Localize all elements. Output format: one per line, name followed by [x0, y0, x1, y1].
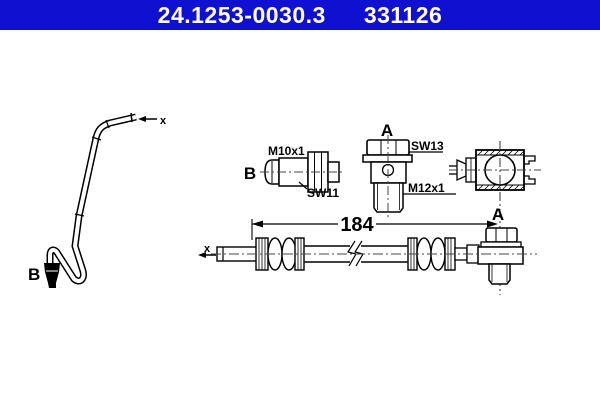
pipe-flare-fitting — [44, 263, 60, 288]
part-number: 24.1253-0030.3 — [157, 1, 326, 28]
sw11-leader — [298, 181, 308, 190]
detail-a-thread-label: M12x1 — [408, 181, 445, 195]
banjo-body — [477, 246, 524, 265]
hose-assembly: x — [198, 205, 537, 285]
arrow-left-icon — [198, 252, 206, 258]
rigid-pipe-drawing: x B — [28, 112, 167, 288]
hose-banjo-callout-a: A — [492, 205, 504, 224]
x-label-top: x — [160, 115, 167, 127]
brake-hose-diagram: x B B M10x1 SW11 A — [28, 112, 541, 295]
detail-b-wrench-label: SW11 — [307, 186, 339, 200]
dim-arrow-right-icon — [487, 220, 498, 228]
break-symbol — [354, 240, 364, 267]
dim-arrow-left-icon — [252, 220, 263, 228]
pipe-end-cap — [130, 112, 133, 123]
pipe-end-marker-top: x — [138, 115, 167, 127]
x-label-bottom: x — [204, 243, 211, 255]
banjo-thread — [488, 263, 511, 285]
clip-tab-lower — [524, 175, 536, 185]
hose-length-value: 184 — [340, 214, 374, 236]
detail-b-thread-label: M10x1 — [268, 144, 305, 158]
technical-drawing: x B B M10x1 SW11 A — [0, 30, 600, 400]
detail-b-fitting: B M10x1 SW11 — [244, 144, 343, 200]
clip-tab-upper — [524, 155, 536, 165]
bracket-end-view — [449, 141, 541, 295]
detail-a-banjo-bolt: A SW13 M12x1 — [362, 121, 456, 217]
detail-b-label: B — [244, 164, 256, 183]
title-bar: 24.1253-0030.3 331126 — [0, 0, 600, 30]
hose-end-marker-bottom: x — [198, 243, 216, 258]
detail-a-wrench-label: SW13 — [411, 139, 444, 153]
banjo-hex-head — [485, 227, 518, 243]
bolt-thread — [373, 182, 404, 213]
break-symbol — [347, 240, 357, 267]
dimension-184: 184 — [251, 214, 498, 240]
pipe-fitting-callout-b: B — [28, 265, 40, 284]
detail-a-label: A — [381, 121, 393, 140]
hose-banjo-bolt — [477, 227, 524, 285]
arrow-left-icon — [138, 116, 146, 122]
catalog-number: 331126 — [363, 1, 443, 28]
hatching — [477, 149, 525, 191]
